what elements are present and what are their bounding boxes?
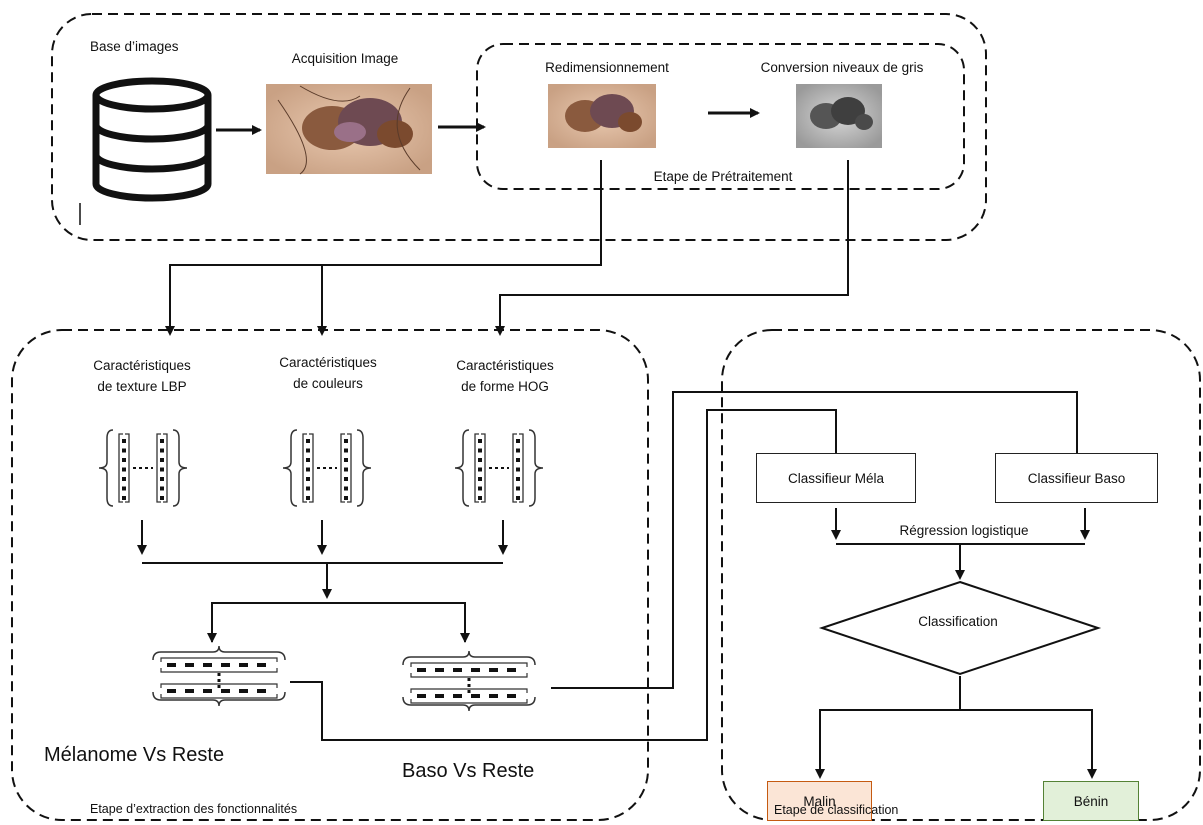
grayscale-lesion-image — [796, 84, 882, 148]
regression-label: Régression logistique — [899, 523, 1029, 538]
feature-label-lbp: Caractéristiques de texture LBP — [93, 358, 191, 394]
benin-output-box: Bénin — [1043, 781, 1139, 821]
vectors-to-classifiers-connectors — [290, 391, 1082, 741]
preprocessing-stage-label: Etape de Prétraitement — [653, 169, 793, 184]
preproc-to-features-connectors — [165, 160, 849, 336]
preprocessing-stage-frame — [476, 43, 965, 190]
grayscale-label: Conversion niveaux de gris — [760, 60, 924, 75]
database-icon — [92, 77, 212, 202]
database-label: Base d’images — [90, 39, 179, 54]
combined-vector-icon — [402, 650, 536, 712]
resized-lesion-image — [548, 84, 656, 148]
classifier-merge-connectors — [815, 508, 1097, 779]
feature-label-hog: Caractéristiques de forme HOG — [456, 358, 554, 394]
extraction-stage-label: Etape d’extraction des fonctionnalités — [90, 802, 298, 816]
classification-diamond — [818, 580, 1102, 676]
combined-vector-icon — [152, 645, 286, 707]
extraction-stage-frame — [11, 329, 649, 821]
classifier-mela-box: Classifieur Méla — [756, 453, 916, 503]
feature-label-color: Caractéristiques de couleurs — [279, 355, 377, 391]
classification-stage-frame — [721, 329, 1201, 821]
features-merge-connectors — [137, 520, 508, 643]
acquisition-stage-frame — [51, 13, 987, 241]
feature-vector-icon — [454, 429, 544, 507]
decision-label: Classification — [918, 614, 998, 629]
skin-lesion-image — [266, 84, 432, 175]
acquisition-label: Acquisition Image — [291, 51, 399, 66]
feature-vector-icon — [98, 429, 188, 507]
classifier-baso-box: Classifieur Baso — [995, 453, 1158, 503]
resize-label: Redimensionnement — [545, 60, 669, 75]
baso-vs-rest-label: Baso Vs Reste — [402, 760, 535, 782]
classification-stage-label: Etape de classification — [774, 803, 899, 817]
malin-output-box: Malin — [767, 781, 872, 821]
feature-vector-icon — [282, 429, 372, 507]
melanome-vs-rest-label: Mélanome Vs Reste — [44, 744, 225, 766]
